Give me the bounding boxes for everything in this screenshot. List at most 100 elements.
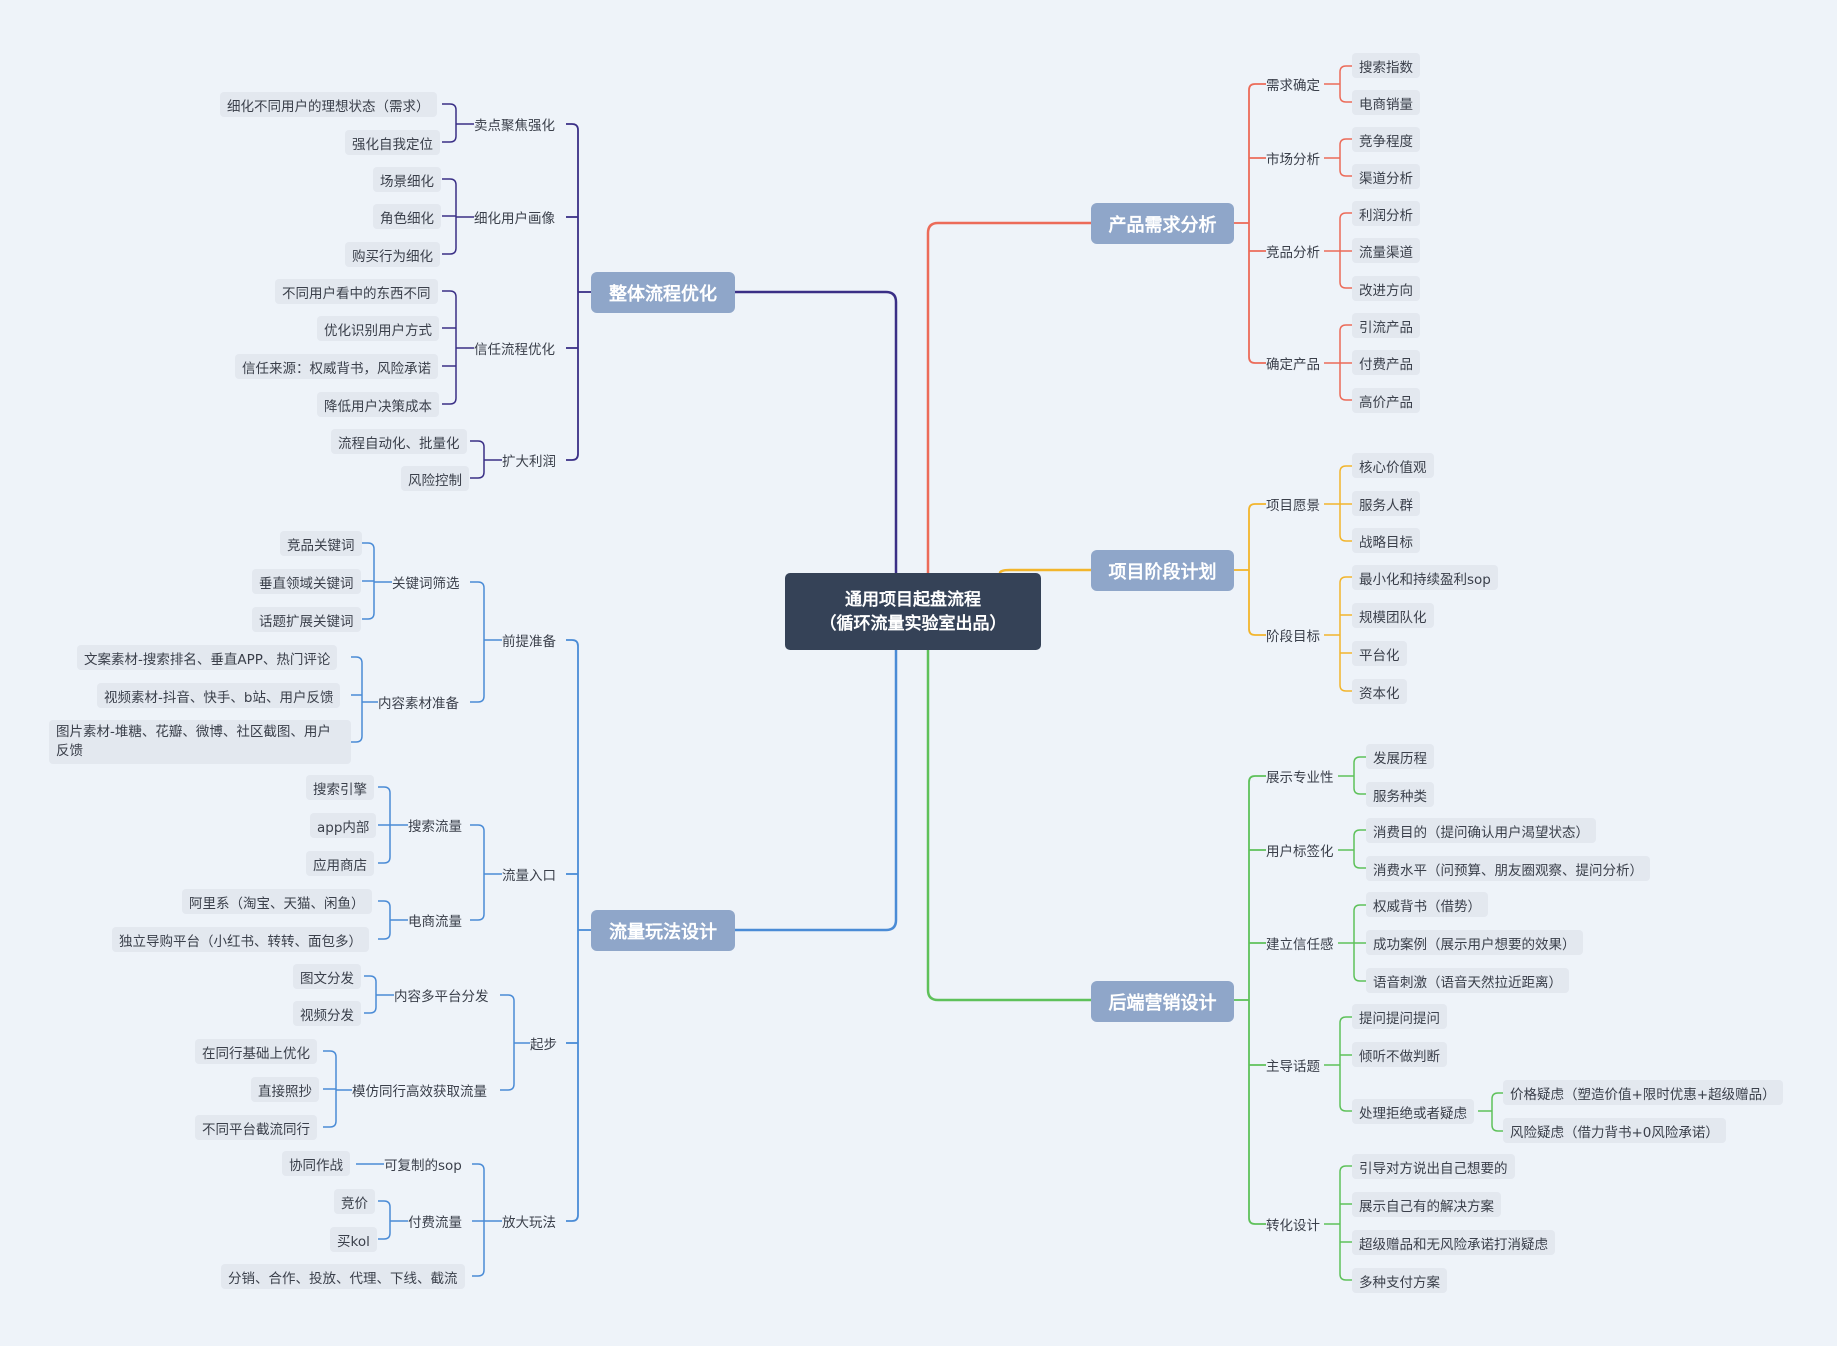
topic-expand-profit[interactable]: 扩大利润 (502, 454, 556, 470)
topic-market-analysis[interactable]: 市场分析 (1266, 152, 1320, 168)
leaf-identify-users[interactable]: 优化识别用户方式 (317, 316, 439, 341)
topic-traffic-entry[interactable]: 流量入口 (502, 868, 556, 884)
trf-c-link-0 (500, 994, 515, 1043)
leaf-app-internal[interactable]: app内部 (310, 813, 377, 838)
topic-ecommerce-traffic[interactable]: 电商流量 (408, 914, 462, 930)
leaf-platform[interactable]: 平台化 (1352, 641, 1407, 666)
leaf-collaboration[interactable]: 协同作战 (282, 1151, 350, 1176)
topic-confirm-product[interactable]: 确定产品 (1266, 357, 1320, 373)
leaf-distribution[interactable]: 分销、合作、投放、代理、下线、截流 (221, 1264, 465, 1289)
leaf-strategic-goal[interactable]: 战略目标 (1352, 528, 1420, 553)
branch-process-optimization[interactable]: 整体流程优化 (591, 272, 735, 313)
topic-stage-goals[interactable]: 阶段目标 (1266, 629, 1320, 645)
leaf-image-text-dist[interactable]: 图文分发 (293, 964, 361, 989)
leaf-ideal-state[interactable]: 细化不同用户的理想状态（需求） (220, 92, 437, 117)
branch-backend-marketing[interactable]: 后端营销设计 (1091, 981, 1234, 1022)
leaf-show-solution[interactable]: 展示自己有的解决方案 (1352, 1192, 1501, 1217)
topic-show-expertise[interactable]: 展示专业性 (1266, 770, 1334, 786)
leaf-listen[interactable]: 倾听不做判断 (1352, 1042, 1447, 1067)
leaf-alibaba[interactable]: 阿里系（淘宝、天猫、闲鱼） (182, 889, 372, 914)
leaf-purchase-behavior[interactable]: 购买行为细化 (345, 242, 440, 267)
leaf-competition-level[interactable]: 竞争程度 (1352, 127, 1420, 152)
leaf-risk-control[interactable]: 风险控制 (401, 466, 469, 491)
leaf-profit-analysis[interactable]: 利润分析 (1352, 201, 1420, 226)
topic-paid-traffic[interactable]: 付费流量 (408, 1215, 462, 1231)
topic-user-persona[interactable]: 细化用户画像 (474, 211, 555, 227)
leaf-consume-purpose[interactable]: 消费目的（提问确认用户渴望状态） (1366, 818, 1596, 843)
topic-build-trust[interactable]: 建立信任感 (1266, 937, 1334, 953)
topic-competitor-analysis[interactable]: 竞品分析 (1266, 245, 1320, 261)
leaf-scene[interactable]: 场景细化 (373, 167, 441, 192)
leaf-success-case[interactable]: 成功案例（展示用户想要的效果） (1366, 930, 1583, 955)
topic-content-material[interactable]: 内容素材准备 (378, 696, 459, 712)
leaf-price-objection[interactable]: 价格疑虑（塑造价值+限时优惠+超级赠品） (1503, 1080, 1783, 1105)
leaf-ecommerce-sales[interactable]: 电商销量 (1352, 90, 1420, 115)
leaf-copy-material[interactable]: 文案素材-搜索排名、垂直APP、热门评论 (77, 645, 338, 670)
leaf-vertical-keywords[interactable]: 垂直领域关键词 (252, 569, 361, 594)
leaf-voice[interactable]: 语音刺激（语音天然拉近距离） (1366, 968, 1569, 993)
leaf-role[interactable]: 角色细化 (373, 204, 441, 229)
leaf-service-types[interactable]: 服务种类 (1366, 782, 1434, 807)
plan-a-link-0 (1339, 465, 1352, 504)
leaf-independent-platform[interactable]: 独立导购平台（小红书、转转、面包多） (112, 927, 369, 952)
leaf-core-values[interactable]: 核心价值观 (1352, 453, 1434, 478)
leaf-optimize-on-peers[interactable]: 在同行基础上优化 (195, 1039, 317, 1064)
leaf-search-index[interactable]: 搜索指数 (1352, 53, 1420, 78)
leaf-video-dist[interactable]: 视频分发 (293, 1001, 361, 1026)
topic-project-vision[interactable]: 项目愿景 (1266, 498, 1320, 514)
leaf-gift-guarantee[interactable]: 超级赠品和无风险承诺打消疑虑 (1352, 1230, 1555, 1255)
leaf-paid-product[interactable]: 付费产品 (1352, 350, 1420, 375)
topic-demand-confirm[interactable]: 需求确定 (1266, 78, 1320, 94)
topic-selling-point[interactable]: 卖点聚焦强化 (474, 118, 555, 134)
leaf-self-position[interactable]: 强化自我定位 (345, 130, 440, 155)
topic-preparation[interactable]: 前提准备 (502, 634, 556, 650)
leaf-capital[interactable]: 资本化 (1352, 679, 1407, 704)
topic-scale-play[interactable]: 放大玩法 (502, 1215, 556, 1231)
leaf-video-material[interactable]: 视频素材-抖音、快手、b站、用户反馈 (97, 683, 341, 708)
leaf-ask-questions[interactable]: 提问提问提问 (1352, 1004, 1447, 1029)
leaf-app-store[interactable]: 应用商店 (306, 851, 374, 876)
topic-lead-topic[interactable]: 主导话题 (1266, 1059, 1320, 1075)
branch-stage-plan[interactable]: 项目阶段计划 (1091, 550, 1234, 591)
leaf-risk-objection[interactable]: 风险疑虑（借力背书+0风险承诺） (1503, 1118, 1726, 1143)
leaf-direct-copy[interactable]: 直接照抄 (251, 1077, 319, 1102)
leaf-channel-analysis[interactable]: 渠道分析 (1352, 164, 1420, 189)
topic-start[interactable]: 起步 (530, 1037, 557, 1053)
leaf-improve-direction[interactable]: 改进方向 (1352, 276, 1420, 301)
central-topic[interactable]: 通用项目起盘流程 （循环流量实验室出品） (785, 573, 1041, 650)
topic-keyword-filter[interactable]: 关键词筛选 (392, 576, 460, 592)
topic-conversion-design[interactable]: 转化设计 (1266, 1218, 1320, 1234)
leaf-team-scale[interactable]: 规模团队化 (1352, 603, 1434, 628)
leaf-authority[interactable]: 权威背书（借势） (1366, 892, 1488, 917)
leaf-different-values[interactable]: 不同用户看中的东西不同 (275, 279, 438, 304)
leaf-topic-keywords[interactable]: 话题扩展关键词 (252, 607, 361, 632)
leaf-automation[interactable]: 流程自动化、批量化 (331, 429, 467, 454)
topic-handle-objection[interactable]: 处理拒绝或者疑虑 (1352, 1099, 1474, 1124)
topic-trust-process[interactable]: 信任流程优化 (474, 342, 555, 358)
opt-c-link-0 (442, 290, 457, 348)
leaf-premium-product[interactable]: 高价产品 (1352, 388, 1420, 413)
leaf-consume-level[interactable]: 消费水平（问预算、朋友圈观察、提问分析） (1366, 856, 1650, 881)
leaf-search-engine[interactable]: 搜索引擎 (306, 775, 374, 800)
leaf-guide-wants[interactable]: 引导对方说出自己想要的 (1352, 1154, 1515, 1179)
branch-traffic-design[interactable]: 流量玩法设计 (591, 910, 735, 951)
leaf-history[interactable]: 发展历程 (1366, 744, 1434, 769)
topic-copy-peers[interactable]: 模仿同行高效获取流量 (352, 1084, 487, 1100)
leaf-bidding[interactable]: 竞价 (334, 1189, 375, 1214)
leaf-image-material[interactable]: 图片素材-堆糖、花瓣、微博、社区截图、用户反馈 (49, 720, 351, 764)
topic-search-traffic[interactable]: 搜索流量 (408, 819, 462, 835)
leaf-intercept-peers[interactable]: 不同平台截流同行 (195, 1115, 317, 1140)
leaf-traffic-channel[interactable]: 流量渠道 (1352, 238, 1420, 263)
topic-replicable-sop[interactable]: 可复制的sop (384, 1158, 462, 1174)
branch-product-analysis[interactable]: 产品需求分析 (1091, 203, 1234, 244)
leaf-reduce-cost[interactable]: 降低用户决策成本 (317, 392, 439, 417)
topic-user-tagging[interactable]: 用户标签化 (1266, 844, 1334, 860)
leaf-competitor-keywords[interactable]: 竞品关键词 (280, 531, 362, 556)
leaf-buy-kol[interactable]: 买kol (330, 1227, 377, 1252)
leaf-payment-options[interactable]: 多种支付方案 (1352, 1268, 1447, 1293)
leaf-trust-source[interactable]: 信任来源：权威背书，风险承诺 (235, 354, 438, 379)
leaf-service-audience[interactable]: 服务人群 (1352, 491, 1420, 516)
leaf-traffic-product[interactable]: 引流产品 (1352, 313, 1420, 338)
leaf-min-profit-sop[interactable]: 最小化和持续盈利sop (1352, 565, 1498, 590)
topic-multi-platform[interactable]: 内容多平台分发 (394, 989, 489, 1005)
